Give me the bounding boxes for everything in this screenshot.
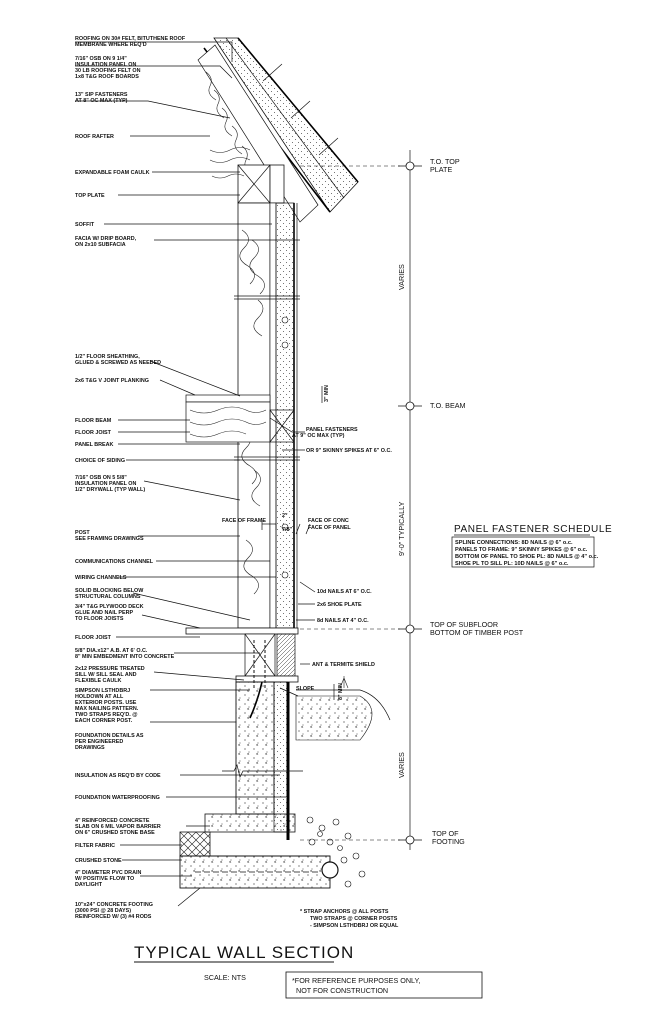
label-panel-break: PANEL BREAK [75,442,114,448]
label-face-conc: FACE OF CONC [308,518,349,524]
label-facia: FACIA W/ DRIP BOARD,ON 2x10 SUBFACIA [75,236,137,248]
dim-varies-lower: VARIES [397,752,406,778]
label-floor-sheathing: 1/2" FLOOR SHEATHING,GLUED & SCREWED AS … [75,354,161,366]
floor-beam-area [185,394,295,443]
roof-assembly [197,37,359,223]
dim-to-beam: T.O. BEAM [430,401,466,410]
label-crushed-stone: CRUSHED STONE [75,858,122,864]
label-min-3: 3" MIN [324,385,330,402]
foundation-wall [222,676,391,840]
label-slope: SLOPE [296,686,315,692]
dim-typically: 9'-0" TYPICALLY [397,501,406,556]
label-shoe-plate: 2x6 SHOE PLATE [317,602,362,608]
label-v-joint: 2x6 T&G V JOINT PLANKING [75,378,149,384]
schedule-row: SHOE PL TO SILL PL: 10D NAILS @ 6" o.c. [455,561,569,567]
label-skinny-spikes: OR 9" SKINNY SPIKES AT 6" O.C. [306,448,392,454]
label-min-8: 8" MIN [338,683,344,700]
scale-label: SCALE: NTS [204,973,246,982]
label-floor-joist-2: FLOOR JOIST [75,635,112,641]
subfloor-area [185,627,299,719]
label-floor-joist: FLOOR JOIST [75,430,112,436]
label-insulation: INSULATION AS REQ'D BY CODE [75,773,161,779]
label-termite: ANT & TERMITE SHIELD [312,662,375,668]
dim-varies-upper: VARIES [397,264,406,290]
disclaimer-text: *FOR REFERENCE PURPOSES ONLY,NOT FOR CON… [292,976,420,995]
label-filter-fabric: FILTER FABRIC [75,843,115,849]
label-foam-caulk: EXPANDABLE FOAM CAULK [75,170,150,176]
label-face-frame: FACE OF FRAME [222,518,266,524]
label-anchor-bolt: 5/8" DIA.x12" A.B. AT 6' O.C.8" MIN EMBE… [75,648,175,660]
label-siding: CHOICE OF SIDING [75,458,125,464]
top-plate-area [209,147,285,204]
schedule-row: PANELS TO FRAME: 9" SKINNY SPIKES @ 6" o… [455,547,588,553]
drawing-title: TYPICAL WALL SECTION [134,943,354,962]
elevation-dimension-line [300,150,422,850]
label-top-plate: TOP PLATE [75,193,105,199]
label-wiring: WIRING CHANNELS [75,575,127,581]
label-nails-8d: 8d NAILS AT 4" O.C. [317,618,369,624]
label-roof-rafter: ROOF RAFTER [75,134,114,140]
label-face-panel: FACE OF PANEL [308,525,351,531]
label-dim-2: 2" [282,513,288,519]
schedule-row: SPLINE CONNECTIONS: 8D NAILS @ 6" o.c. [455,540,573,546]
disclaimer-box: *FOR REFERENCE PURPOSES ONLY,NOT FOR CON… [285,971,483,999]
label-soffit: SOFFIT [75,222,95,228]
label-dim-78: 7/8" [282,527,292,533]
label-waterproofing: FOUNDATION WATERPROOFING [75,795,160,801]
label-comm-channel: COMMUNICATIONS CHANNEL [75,559,154,565]
schedule-title: PANEL FASTENER SCHEDULE [454,524,612,535]
footing-area [179,813,366,889]
schedule-row: BOTTOM OF PANEL TO SHOE PL: 8D NAILS @ 4… [455,554,599,560]
label-nails-10d: 10d NAILS AT 6" O.C. [317,589,372,595]
label-footing: 10"x24" CONCRETE FOOTING(3000 PSI @ 28 D… [75,902,153,920]
panel-fastener-schedule: PANEL FASTENER SCHEDULE SPLINE CONNECTIO… [451,524,612,568]
label-floor-beam: FLOOR BEAM [75,418,112,424]
